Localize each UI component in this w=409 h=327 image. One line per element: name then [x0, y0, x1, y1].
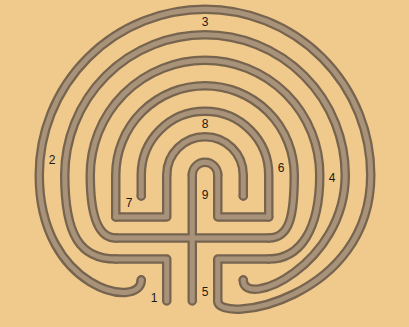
- callout-number: 3: [202, 15, 209, 29]
- callout-number: 7: [126, 196, 133, 210]
- wall: [141, 111, 269, 217]
- callout-anchor: 5: [202, 285, 209, 299]
- wall: [192, 162, 218, 175]
- wall: [167, 137, 244, 196]
- callout-anchor: 2: [49, 153, 56, 167]
- wall: [192, 162, 218, 175]
- wall: [167, 137, 244, 196]
- wall: [116, 86, 295, 238]
- wall: [39, 9, 371, 309]
- callout-number: 1: [151, 291, 158, 305]
- callout-anchor: 8: [202, 117, 209, 131]
- wall: [65, 35, 346, 289]
- callout-number: 5: [202, 285, 209, 299]
- wall: [141, 111, 269, 217]
- callout-number: 6: [278, 161, 285, 175]
- callout-anchor: 9: [202, 188, 209, 202]
- wall-fill: [39, 9, 371, 309]
- callout-anchor: 7: [126, 196, 133, 210]
- callout-anchor: 1: [151, 291, 158, 305]
- wall: [90, 60, 320, 259]
- callout-anchor: 3: [202, 15, 209, 29]
- wall: [65, 35, 346, 289]
- wall: [39, 9, 371, 309]
- wall: [90, 60, 320, 259]
- callout-number: 2: [49, 153, 56, 167]
- callout-anchor: 4: [329, 171, 336, 185]
- callout-number: 4: [329, 171, 336, 185]
- wall-outline: [39, 9, 371, 309]
- callout-anchor: 6: [278, 161, 285, 175]
- callout-number: 9: [202, 188, 209, 202]
- callout-number: 8: [202, 117, 209, 131]
